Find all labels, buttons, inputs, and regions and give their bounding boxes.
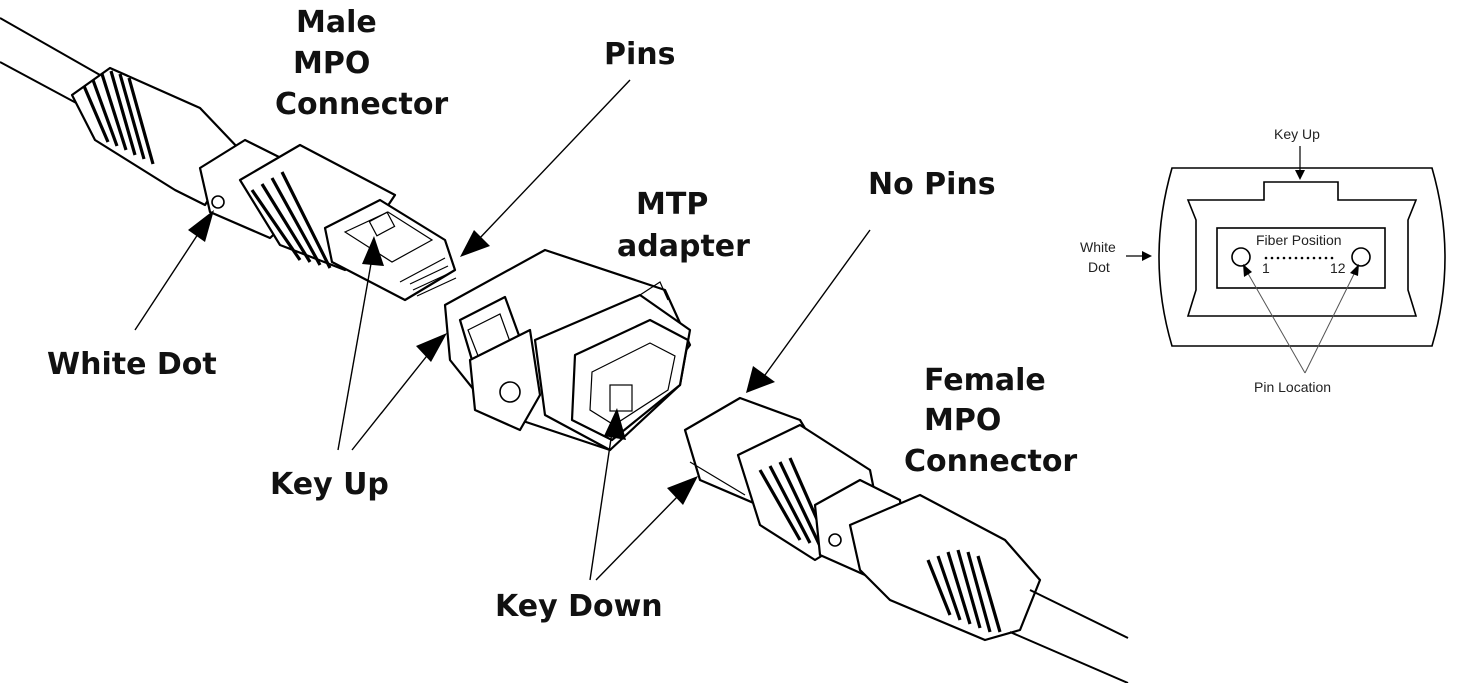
no-pins-leader — [764, 229, 871, 376]
leaders — [134, 79, 871, 581]
pins-arrowhead — [460, 230, 490, 257]
key-down-arrowhead-adapter — [604, 408, 626, 440]
white-dot-arrowhead — [188, 210, 214, 242]
pin-location-label: Pin Location — [1254, 379, 1331, 395]
fiber-position-label: Fiber Position — [1256, 232, 1342, 248]
male-pins — [409, 265, 457, 297]
main-labels: Male MPO Connector Pins MTP adapter No P… — [47, 5, 1077, 624]
key-down-label: Key Down — [495, 589, 663, 624]
key-up-leader-male — [337, 257, 373, 451]
inset-pin-leader-left — [1245, 269, 1306, 374]
fiber-end-label: 12 — [1330, 260, 1346, 276]
male-connector-label-line2: MPO — [293, 46, 370, 81]
male-connector-label-line3: Connector — [275, 87, 448, 122]
key-down-leader-adapter — [589, 431, 613, 581]
male-cable — [0, 17, 101, 106]
fiber-position-dots — [1264, 256, 1334, 260]
male-ferrule — [323, 198, 457, 302]
end-face-inset: Key Up White Dot Fiber Position 1 12 Pin… — [1080, 126, 1446, 395]
male-white-dot-marker — [211, 195, 225, 209]
pin-hole-right — [1351, 247, 1371, 267]
female-connector-label-line1: Female — [924, 363, 1046, 398]
inset-pin-arrowhead-right — [1350, 264, 1359, 276]
fiber-start-label: 1 — [1262, 260, 1270, 276]
pin-hole-left — [1231, 247, 1251, 267]
male-boot — [70, 66, 242, 207]
white-dot-leader — [134, 227, 203, 331]
mtp-adapter — [443, 248, 692, 452]
female-cable — [1009, 589, 1129, 683]
mtp-adapter-label-line1: MTP — [636, 187, 708, 222]
female-boot — [848, 493, 1042, 642]
key-up-label: Key Up — [270, 467, 389, 502]
male-mpo-connector — [0, 17, 457, 302]
key-down-leader-female — [595, 493, 681, 581]
female-connector-label-line2: MPO — [924, 403, 1001, 438]
inset-key-up-label: Key Up — [1274, 126, 1320, 142]
inset-pin-leader-right — [1304, 269, 1357, 374]
pins-label: Pins — [604, 37, 675, 72]
inset-dot-label: Dot — [1088, 259, 1110, 275]
adapter-key-slot — [609, 384, 633, 412]
key-up-leader-adapter — [351, 351, 431, 451]
inset-white-dot-arrowhead — [1142, 251, 1152, 261]
inset-key-up-arrowhead — [1295, 170, 1305, 180]
male-connector-label-line1: Male — [296, 5, 377, 40]
pins-leader — [477, 79, 631, 241]
inset-pin-arrowhead-left — [1243, 264, 1252, 277]
female-mpo-connector — [683, 396, 1129, 683]
female-connector-label-line3: Connector — [904, 444, 1077, 479]
no-pins-arrowhead — [746, 366, 775, 393]
female-white-dot-marker — [828, 533, 842, 547]
no-pins-label: No Pins — [868, 167, 996, 202]
inset-white-label: White — [1080, 239, 1116, 255]
key-up-arrowhead-male — [362, 236, 384, 266]
key-up-arrowhead-adapter — [416, 333, 447, 362]
adapter-mount-hole — [499, 381, 521, 403]
white-dot-label: White Dot — [47, 347, 217, 382]
mtp-adapter-label-line2: adapter — [617, 229, 750, 264]
key-down-arrowhead-female — [667, 476, 698, 505]
